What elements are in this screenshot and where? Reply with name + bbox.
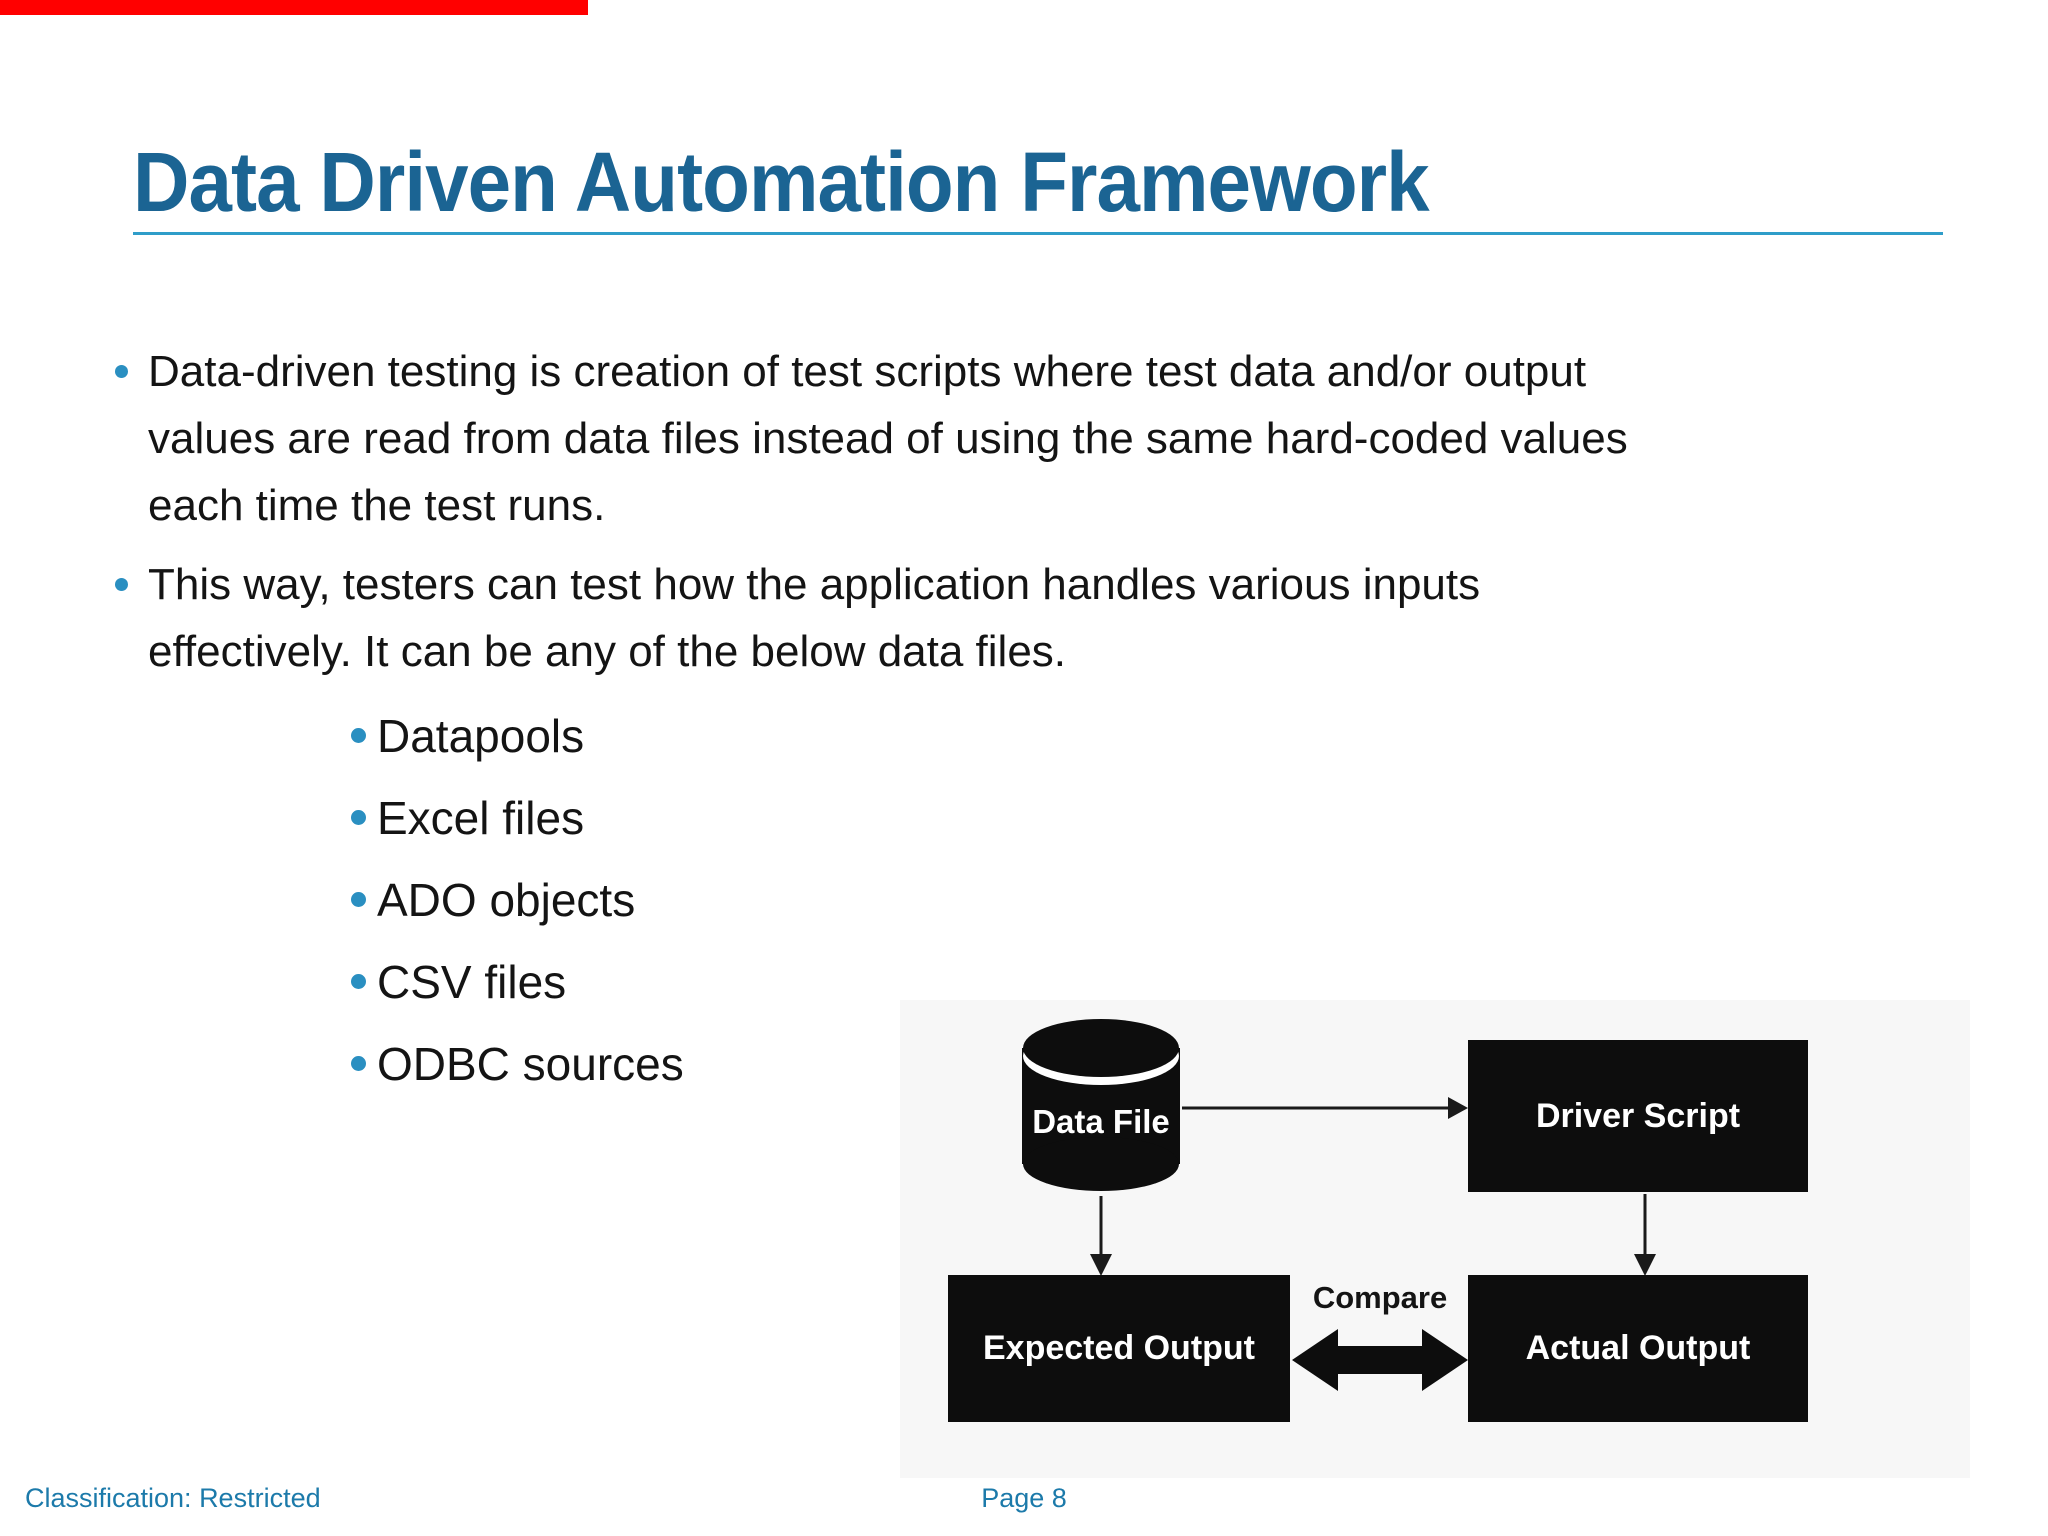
- sub-bullet-item: ODBC sources: [351, 1036, 684, 1118]
- sub-bullet-label: ODBC sources: [377, 1038, 684, 1090]
- classification-label: Classification: Restricted: [25, 1483, 321, 1513]
- page-number: Page 8: [981, 1483, 1067, 1513]
- bullet-item: This way, testers can test how the appli…: [115, 551, 1958, 685]
- sub-bullet-list: Datapools Excel files ADO objects CSV fi…: [351, 708, 684, 1118]
- sub-bullet-item: CSV files: [351, 954, 684, 1036]
- bullet-dot-icon: [351, 974, 366, 989]
- bullet-dot-icon: [351, 892, 366, 907]
- sub-bullet-item: Excel files: [351, 790, 684, 872]
- expected-output-node-label: Expected Output: [982, 1329, 1256, 1367]
- sub-bullet-label: Datapools: [377, 710, 585, 762]
- bullet-text-line: This way, testers can test how the appli…: [148, 560, 1481, 609]
- data-file-node-label: Data File: [1032, 1103, 1170, 1140]
- arrow-data-file-to-driver-script-icon: [1182, 1097, 1468, 1119]
- sub-bullet-label: CSV files: [377, 956, 567, 1008]
- driver-script-node: Driver Script: [1468, 1040, 1808, 1192]
- bullet-dot-icon: [115, 365, 128, 378]
- driver-script-node-label: Driver Script: [1535, 1096, 1741, 1135]
- sub-bullet-item: ADO objects: [351, 872, 684, 954]
- title-underline: [133, 232, 1943, 235]
- bullet-text-line: Data-driven testing is creation of test …: [148, 347, 1587, 396]
- arrow-driver-script-to-actual-output-icon: [1634, 1194, 1656, 1276]
- top-accent-bar: [0, 0, 588, 15]
- page-title: Data Driven Automation Framework: [133, 135, 1430, 229]
- data-driven-framework-diagram: Data File Driver Script Expected Output …: [900, 1000, 1970, 1478]
- bullet-dot-icon: [351, 728, 366, 743]
- bullet-item: Data-driven testing is creation of test …: [115, 338, 1958, 539]
- compare-label: Compare: [1312, 1280, 1448, 1315]
- sub-bullet-item: Datapools: [351, 708, 684, 790]
- bullet-dot-icon: [351, 1056, 366, 1071]
- bullet-text-line: values are read from data files instead …: [148, 414, 1628, 463]
- sub-bullet-label: Excel files: [377, 792, 585, 844]
- database-cylinder-icon: [1022, 1019, 1180, 1191]
- actual-output-node-label: Actual Output: [1525, 1329, 1751, 1367]
- compare-double-arrow-icon: [1292, 1329, 1468, 1391]
- bullet-text-line: each time the test runs.: [148, 481, 606, 530]
- bullet-dot-icon: [115, 578, 128, 591]
- bullet-dot-icon: [351, 810, 366, 825]
- expected-output-node: Expected Output: [948, 1275, 1290, 1422]
- actual-output-node: Actual Output: [1468, 1275, 1808, 1422]
- arrow-data-file-to-expected-output-icon: [1090, 1196, 1112, 1276]
- sub-bullet-label: ADO objects: [377, 874, 636, 926]
- bullet-text-line: effectively. It can be any of the below …: [148, 627, 1067, 676]
